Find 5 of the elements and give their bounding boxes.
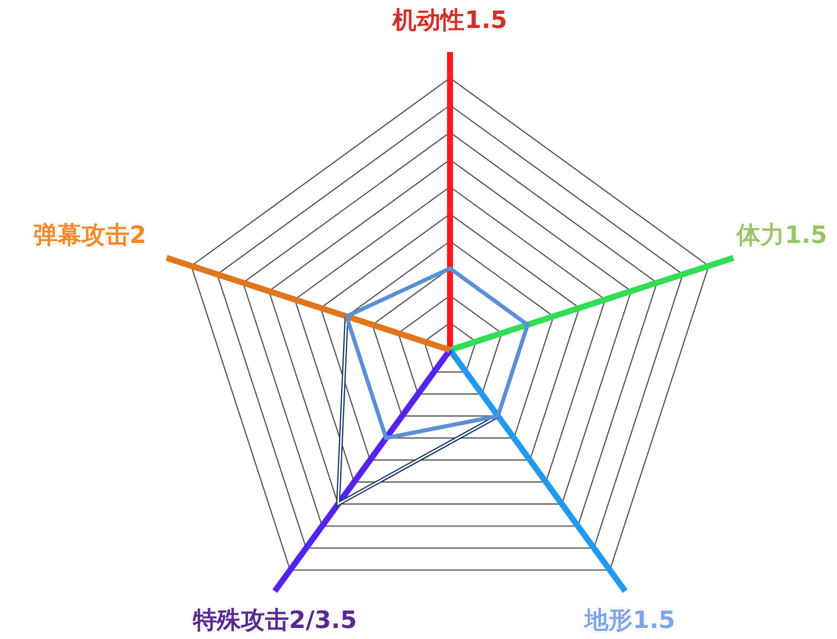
- axis-label: 弹幕攻击2: [34, 220, 146, 251]
- axis-label: 机动性1.5: [392, 5, 508, 36]
- axis-label: 地形1.5: [584, 605, 676, 636]
- axis-label: 体力1.5: [736, 220, 828, 251]
- axis-label: 特殊攻击2/3.5: [193, 605, 357, 636]
